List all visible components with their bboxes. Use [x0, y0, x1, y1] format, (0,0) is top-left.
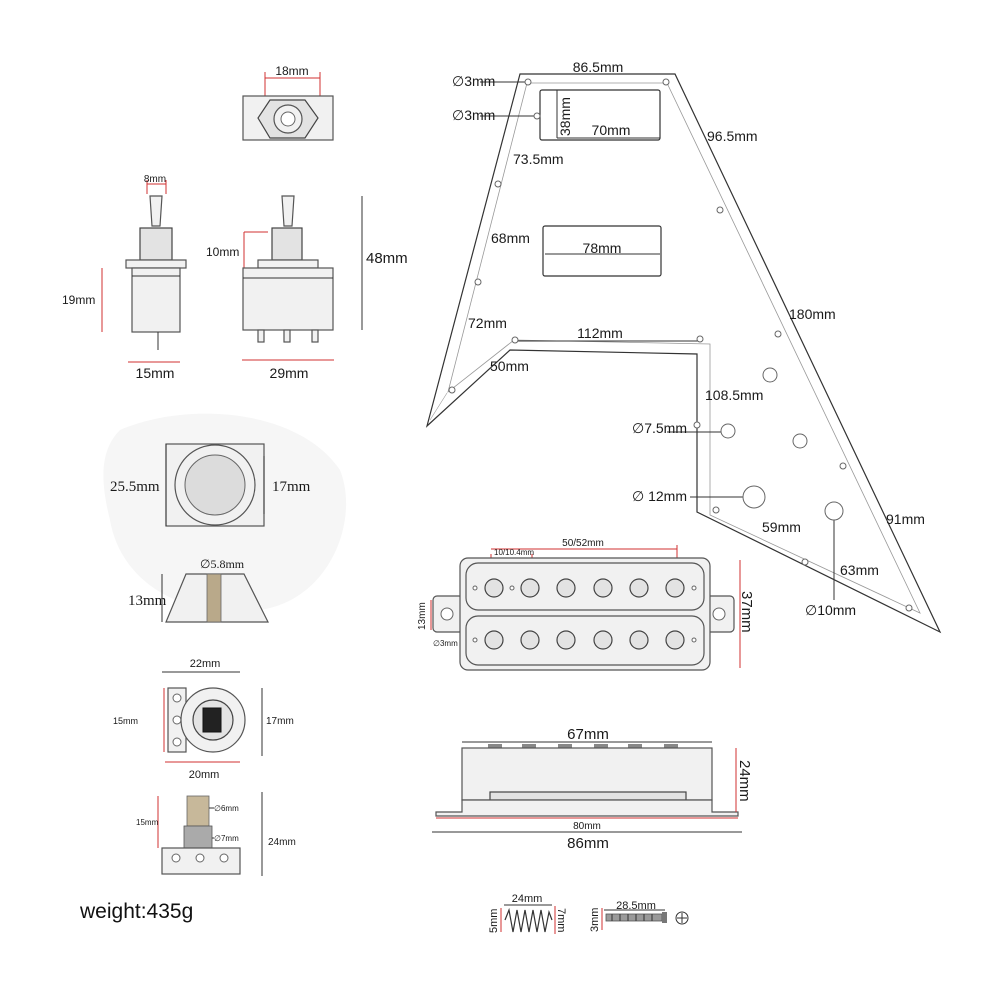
pickguard-shape	[425, 73, 942, 634]
pot-shaft-diameter-label: ∅6mm	[214, 804, 239, 813]
pickguard-hole-a-label: ∅3mm	[452, 73, 495, 89]
pickguard-neck-cutout-width-label: 70mm	[592, 122, 631, 138]
toggle-total-height-label: 48mm	[366, 250, 408, 267]
screw-view	[601, 908, 689, 930]
humbucker-pole-diameter-label: 10/10.4mm	[494, 548, 534, 557]
pickguard-tail-inner-label: 63mm	[840, 562, 879, 578]
spring-view	[500, 904, 556, 934]
knob-top-view	[165, 443, 265, 527]
pickguard-inner-right-label: 108.5mm	[705, 387, 763, 403]
toggle-top-view	[242, 72, 334, 141]
toggle-body-width-label: 29mm	[270, 365, 309, 381]
pickup-cover-length-label: 67mm	[567, 726, 609, 743]
toggle-thread-height-label: 10mm	[206, 245, 239, 259]
pickguard-neck-cutout-height-label: 38mm	[557, 97, 573, 136]
toggle-body-height-label: 19mm	[62, 293, 95, 307]
pickguard-right-upper-label: 96.5mm	[707, 128, 758, 144]
jack-view	[162, 671, 263, 763]
pickguard-left-upper-label: 73.5mm	[513, 151, 564, 167]
pot-shaft-height-label: 15mm	[136, 818, 159, 827]
humbucker-top-view	[430, 545, 741, 671]
pickup-height-label: 24mm	[736, 760, 753, 802]
humbucker-pole-pieces	[472, 578, 697, 650]
pickguard-left-mid-label: 68mm	[491, 230, 530, 246]
pickguard-screw-holes	[448, 78, 913, 612]
pickguard-hole-medium-label: ∅ 12mm	[632, 488, 687, 504]
spring-small-dia-label: 5mm	[488, 909, 500, 933]
pickguard-hole-b-label: ∅3mm	[452, 107, 495, 123]
pot-total-height-label: 24mm	[268, 837, 296, 848]
pickup-total-length-label: 86mm	[567, 835, 609, 852]
pot-view	[157, 792, 263, 876]
pickup-side-view	[432, 741, 742, 833]
toggle-lever-width-label: 8mm	[144, 174, 166, 185]
pickguard-bridge-cutout-label: 78mm	[583, 240, 622, 256]
pickguard-right-long-label: 180mm	[789, 306, 836, 322]
toggle-top-width-label: 18mm	[275, 64, 308, 78]
spring-large-dia-label: 7mm	[555, 908, 567, 932]
bridge-pickup-cutout	[542, 225, 662, 277]
pickguard-top-width-label: 86.5mm	[573, 59, 624, 75]
jack-body-height-label: 17mm	[266, 716, 294, 727]
pickup-base-length-label: 80mm	[573, 821, 601, 832]
screw-diameter-label: 3mm	[589, 908, 601, 932]
weight-label: weight:435g	[80, 900, 194, 923]
humbucker-ear-height-label: 13mm	[417, 602, 428, 630]
pot-thread-diameter-label: ∅7mm	[214, 834, 239, 843]
toggle-side-narrow	[101, 180, 187, 363]
toggle-side-wide	[242, 195, 363, 361]
pickguard-hole-small-label: ∅7.5mm	[632, 420, 687, 436]
pickguard-left-wing-label: 50mm	[490, 358, 529, 374]
pickguard-inner-top-label: 112mm	[577, 325, 623, 341]
screw-length-label: 28.5mm	[616, 900, 656, 912]
jack-width-label: 22mm	[190, 658, 221, 670]
knob-diameter-label: 25.5mm	[110, 479, 160, 495]
knob-top-diameter-label: 17mm	[272, 479, 311, 495]
jack-plate-height-label: 15mm	[113, 716, 138, 726]
humbucker-pole-spacing-label: 50/52mm	[562, 538, 604, 549]
knob-height-label: 13mm	[128, 593, 167, 609]
humbucker-cover-height-label: 37mm	[738, 591, 755, 633]
humbucker-ear-hole-label: ∅3mm	[433, 639, 458, 648]
jack-body-width-label: 20mm	[189, 769, 220, 781]
knob-side-view	[161, 573, 269, 623]
pickguard-tail-right-label: 91mm	[886, 511, 925, 527]
pickguard-hole-large-label: ∅10mm	[805, 602, 856, 618]
knob-hole-label: ∅5.8mm	[200, 557, 245, 571]
spring-length-label: 24mm	[512, 893, 543, 905]
pickguard-lower-inner-label: 59mm	[762, 519, 801, 535]
pickguard-left-lower-label: 72mm	[468, 315, 507, 331]
toggle-body-depth-label: 15mm	[136, 365, 175, 381]
